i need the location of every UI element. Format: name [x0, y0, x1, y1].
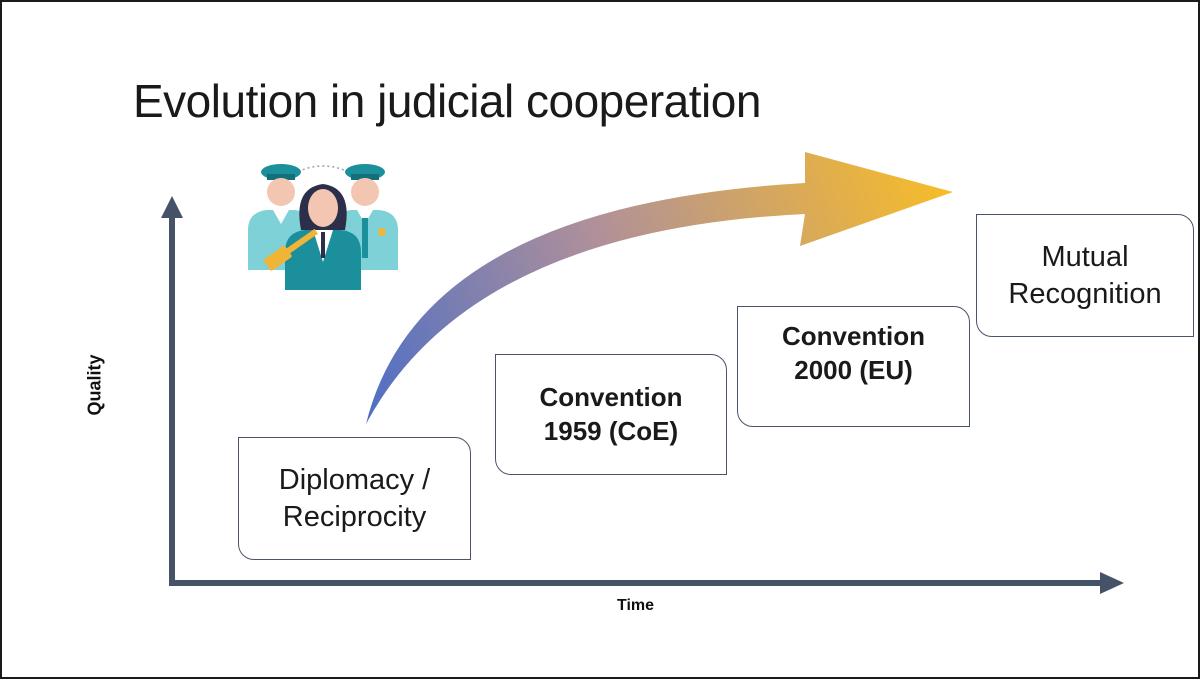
- stage-label-line2: Recognition: [1008, 277, 1162, 310]
- stage-label-line1: Convention: [539, 382, 683, 413]
- stage-label-line1: Diplomacy /: [278, 463, 431, 496]
- x-axis: [169, 572, 1124, 594]
- stage-label-line1: Mutual: [1041, 240, 1129, 273]
- stage-label-line2: 2000 (EU): [794, 354, 913, 385]
- slide-title: Evolution in judicial cooperation: [133, 75, 761, 127]
- x-axis-label: Time: [617, 597, 655, 614]
- stage-label-line2: 1959 (CoE): [543, 415, 679, 446]
- y-axis: [161, 196, 183, 585]
- stage-diplomacy-reciprocity: Diplomacy / Reciprocity: [238, 437, 471, 560]
- stage-label-line2: Reciprocity: [282, 500, 427, 533]
- stage-label-line1: Convention: [782, 321, 925, 352]
- stage-mutual-recognition: Mutual Recognition: [976, 214, 1194, 337]
- judge-and-police-officers-icon: [243, 152, 403, 292]
- stage-convention-2000: Convention 2000 (EU): [737, 306, 970, 427]
- y-axis-label: Quality: [84, 354, 105, 416]
- stage-convention-1959: Convention 1959 (CoE): [495, 354, 727, 475]
- growth-arrow: [366, 152, 953, 424]
